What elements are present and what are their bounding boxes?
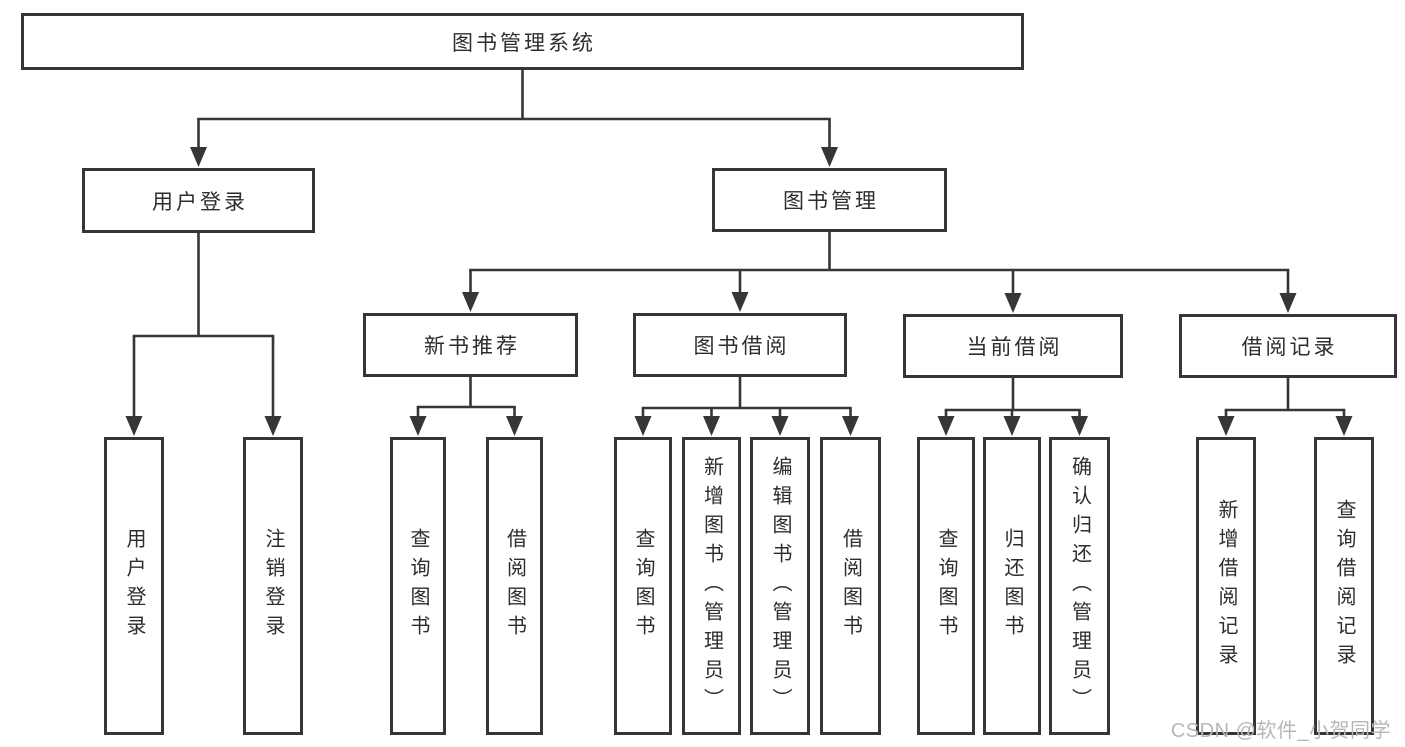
node-root: 图书管理系统 <box>21 13 1024 70</box>
arrowhead-icon <box>125 416 143 436</box>
arrowhead-icon <box>937 416 955 436</box>
arrowhead-icon <box>1003 416 1021 436</box>
node-leaf-cb-confirm: 确认归还（管理员） <box>1049 437 1110 735</box>
node-leaf-bb-query: 查询图书 <box>614 437 672 735</box>
node-borrow-record: 借阅记录 <box>1179 314 1397 378</box>
arrowhead-icon <box>1279 293 1297 313</box>
node-label: 查询图书 <box>407 528 429 644</box>
arrowhead-icon <box>771 416 789 436</box>
arrowhead-icon <box>1217 416 1235 436</box>
arrowhead-icon <box>264 416 282 436</box>
node-leaf-cb-query: 查询图书 <box>917 437 975 735</box>
node-label: 图书管理系统 <box>452 31 596 55</box>
node-label: 用户登录 <box>152 190 248 214</box>
node-label: 归还图书 <box>1001 528 1023 644</box>
node-label: 查询图书 <box>935 528 957 644</box>
node-book-mgmt: 图书管理 <box>712 168 947 232</box>
node-leaf-br-query: 查询借阅记录 <box>1314 437 1374 735</box>
arrowhead-icon <box>506 416 523 436</box>
node-label: 借阅图书 <box>839 528 862 644</box>
node-label: 用户登录 <box>123 528 145 644</box>
node-user-login: 用户登录 <box>82 168 315 233</box>
arrowhead-icon <box>1004 293 1022 313</box>
node-leaf-br-add: 新增借阅记录 <box>1196 437 1256 735</box>
arrowhead-icon <box>842 416 859 436</box>
node-label: 图书借阅 <box>693 335 790 358</box>
node-label: 编辑图书（管理员） <box>769 455 791 717</box>
arrowhead-icon <box>731 292 749 312</box>
arrowhead-icon <box>462 292 479 312</box>
node-label: 借阅图书 <box>503 528 526 644</box>
node-label: 新增图书（管理员） <box>700 455 723 717</box>
arrowhead-icon <box>190 147 207 167</box>
node-leaf-bb-borrow: 借阅图书 <box>820 437 881 735</box>
node-label: 确认归还（管理员） <box>1068 455 1091 717</box>
node-label: 新增借阅记录 <box>1215 499 1237 673</box>
arrowhead-icon <box>703 416 720 436</box>
node-leaf-bb-edit: 编辑图书（管理员） <box>750 437 810 735</box>
node-leaf-bb-add: 新增图书（管理员） <box>682 437 741 735</box>
node-new-book-rec: 新书推荐 <box>363 313 578 377</box>
node-book-borrow: 图书借阅 <box>633 313 847 377</box>
arrowhead-icon <box>634 416 652 436</box>
node-label: 当前借阅 <box>966 336 1063 359</box>
node-label: 图书管理 <box>783 190 879 213</box>
node-label: 查询借阅记录 <box>1333 499 1355 673</box>
node-current-borrow: 当前借阅 <box>903 314 1123 378</box>
node-label: 新书推荐 <box>424 335 520 358</box>
node-leaf-nbr-borrow: 借阅图书 <box>486 437 543 735</box>
node-label: 查询图书 <box>632 528 654 644</box>
arrowhead-icon <box>409 416 427 436</box>
node-leaf-logout: 注销登录 <box>243 437 303 735</box>
node-leaf-cb-return: 归还图书 <box>983 437 1041 735</box>
arrowhead-icon <box>821 147 838 167</box>
node-label: 注销登录 <box>262 528 284 644</box>
node-label: 借阅记录 <box>1241 336 1338 359</box>
node-leaf-user-login: 用户登录 <box>104 437 164 735</box>
arrowhead-icon <box>1071 416 1088 436</box>
arrowhead-icon <box>1335 416 1353 436</box>
node-leaf-nbr-query: 查询图书 <box>390 437 446 735</box>
